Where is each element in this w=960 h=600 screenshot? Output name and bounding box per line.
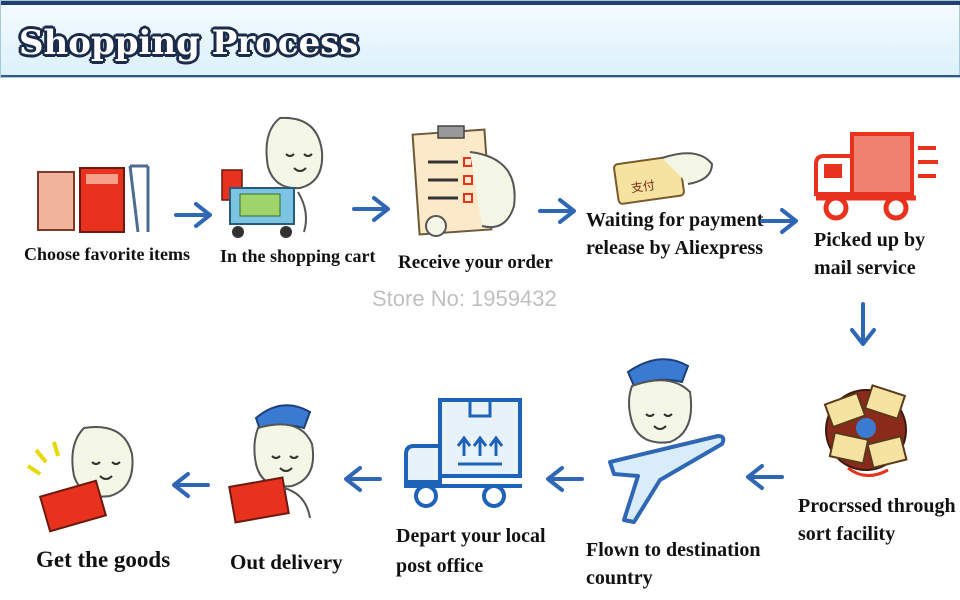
payment-card-icon: 支付 — [613, 152, 714, 205]
favorite-items-icon — [37, 164, 150, 233]
package-truck-icon — [404, 398, 522, 508]
step-label-flown-1: Flown to destination — [586, 539, 761, 561]
arrow-right-icon — [538, 198, 576, 224]
arrow-left-icon — [746, 464, 784, 490]
step-label-receive: Receive your order — [398, 252, 553, 273]
step-label-get-goods: Get the goods — [36, 547, 171, 572]
page-title: Shopping Process — [19, 23, 359, 63]
step-label-picked-1: Picked up by — [814, 229, 926, 251]
arrow-right-icon — [760, 208, 798, 234]
step-label-depart-1: Depart your local — [396, 525, 546, 547]
arrow-left-icon — [344, 466, 382, 492]
step-label-choose: Choose favorite items — [24, 244, 190, 264]
store-number-watermark: Store No: 1959432 — [372, 286, 557, 311]
header-banner: Shopping Process — [0, 0, 960, 78]
step-label-flown-2: country — [586, 567, 653, 589]
header-divider — [1, 75, 960, 77]
payment-card-text: 支付 — [630, 178, 656, 195]
step-label-out-delivery: Out delivery — [230, 550, 343, 574]
arrow-left-icon — [546, 466, 584, 492]
step-label-picked-2: mail service — [814, 257, 916, 279]
step-label-processed-1: Procrssed through — [798, 495, 956, 517]
arrow-left-icon — [172, 472, 210, 498]
arrow-down-icon — [850, 302, 876, 346]
shopping-cart-icon — [221, 116, 324, 238]
arrow-right-icon — [174, 202, 212, 228]
arrow-right-icon — [352, 196, 390, 222]
step-label-depart-2: post office — [396, 555, 484, 577]
airplane-flight-icon — [608, 358, 726, 524]
header-accent-bar — [1, 1, 960, 5]
sort-facility-envelopes-icon — [823, 384, 908, 477]
step-label-cart: In the shopping cart — [220, 246, 376, 266]
happy-recipient-icon — [26, 426, 134, 533]
delivery-truck-icon — [814, 132, 938, 221]
step-label-waiting-2: release by Aliexpress — [586, 237, 764, 259]
step-label-processed-2: sort facility — [798, 523, 896, 545]
courier-with-box-icon — [228, 404, 314, 524]
clipboard-order-icon — [411, 125, 516, 237]
step-label-waiting-1: Waiting for payment — [586, 209, 764, 231]
